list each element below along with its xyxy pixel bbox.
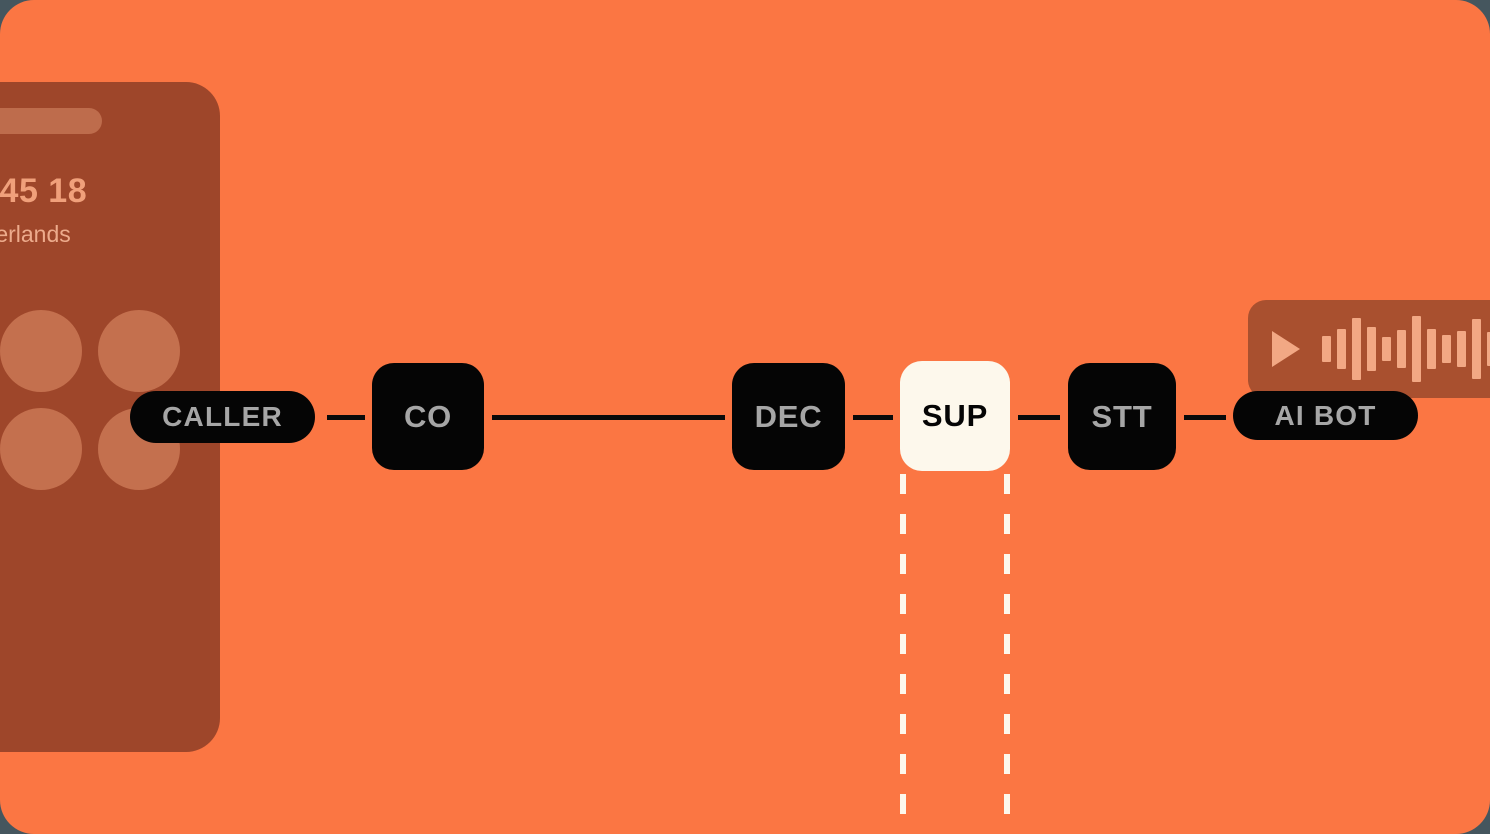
waveform-bar bbox=[1442, 335, 1451, 363]
flow-node-sup[interactable]: SUP bbox=[900, 361, 1010, 471]
waveform-bar bbox=[1397, 330, 1406, 368]
play-icon[interactable] bbox=[1272, 331, 1300, 367]
waveform-bar bbox=[1412, 316, 1421, 382]
highlight-dash-line-right bbox=[1004, 474, 1010, 834]
dialpad-row bbox=[0, 310, 202, 392]
waveform-bar bbox=[1352, 318, 1361, 380]
waveform-bar bbox=[1337, 329, 1346, 369]
dialpad-key-5[interactable] bbox=[0, 408, 82, 490]
dialpad bbox=[0, 310, 202, 506]
connector-stt-ai-bot bbox=[1184, 415, 1226, 420]
waveform-bar bbox=[1472, 319, 1481, 379]
flow-node-stt[interactable]: STT bbox=[1068, 363, 1176, 470]
caller-phone-number: 20 87 45 18 bbox=[0, 172, 88, 210]
speaker-bar bbox=[0, 108, 102, 134]
flow-node-dec[interactable]: DEC bbox=[732, 363, 845, 470]
connector-caller-co bbox=[327, 415, 365, 420]
audio-playback-card bbox=[1248, 300, 1490, 398]
flow-node-caller[interactable]: CALLER bbox=[130, 391, 315, 443]
highlight-dash-line-left bbox=[900, 474, 906, 834]
audio-waveform bbox=[1322, 314, 1490, 384]
waveform-bar bbox=[1487, 332, 1490, 366]
waveform-bar bbox=[1367, 327, 1376, 371]
dialpad-key-3[interactable] bbox=[98, 310, 180, 392]
dialpad-key-2[interactable] bbox=[0, 310, 82, 392]
connector-sup-stt bbox=[1018, 415, 1060, 420]
waveform-bar bbox=[1382, 337, 1391, 361]
waveform-bar bbox=[1427, 329, 1436, 369]
waveform-bar bbox=[1457, 331, 1466, 367]
connector-dec-sup bbox=[853, 415, 893, 420]
waveform-bar bbox=[1322, 336, 1331, 362]
flow-node-co[interactable]: CO bbox=[372, 363, 484, 470]
connector-co-dec bbox=[492, 415, 725, 420]
caller-location: am, Netherlands bbox=[0, 221, 71, 247]
flow-node-ai-bot[interactable]: AI BOT bbox=[1233, 391, 1418, 440]
